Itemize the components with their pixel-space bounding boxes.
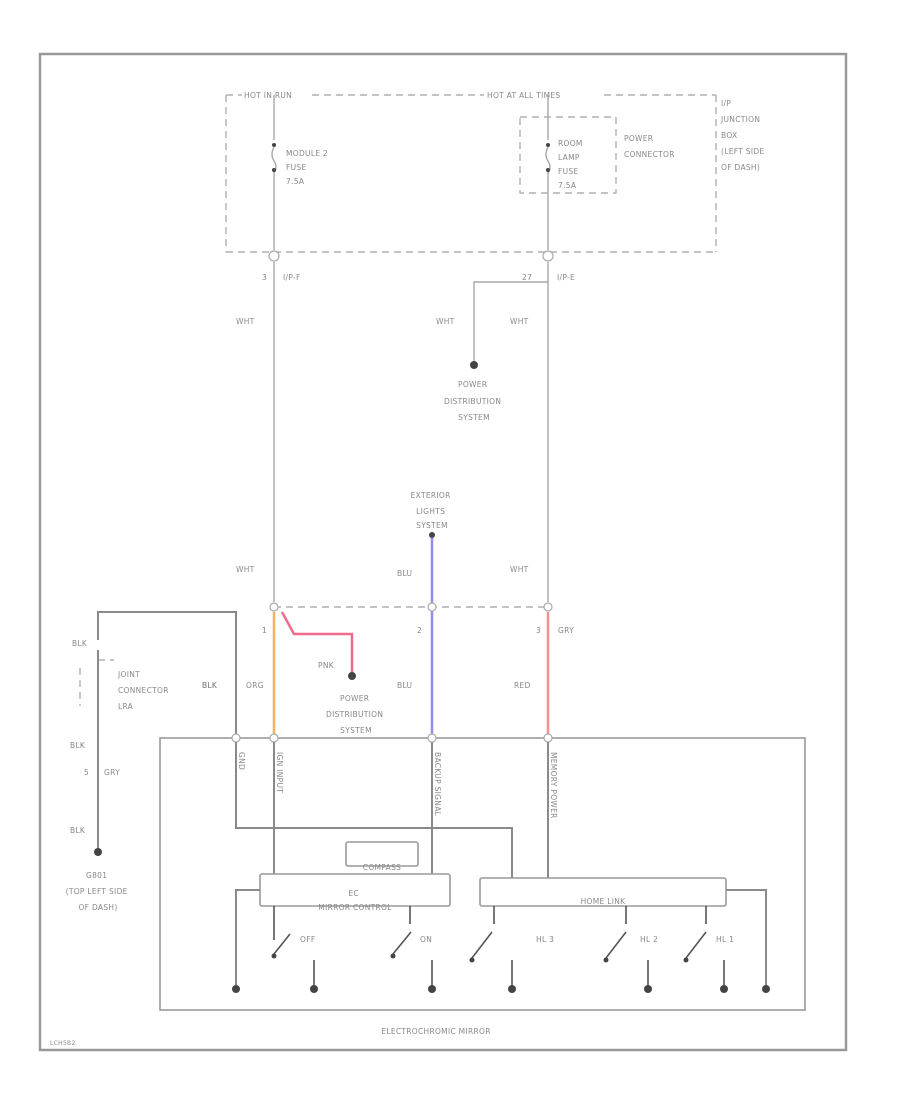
power-dist-mid-label: POWER DISTRIBUTION SYSTEM — [326, 694, 386, 735]
homelink-bus-right — [726, 889, 767, 986]
splice-exterior-lights — [429, 532, 435, 538]
switch-on-label: ON — [420, 935, 432, 944]
mirror-pin-gnd — [231, 733, 241, 743]
fuse-module2-icon — [271, 95, 277, 250]
homelink-box — [479, 877, 727, 907]
exterior-lights-label: EXTERIOR LIGHTS SYSTEM — [411, 491, 454, 530]
mirror-pin-3-number: 3 — [536, 626, 541, 635]
mirror-pin-1-number: 1 — [262, 626, 267, 635]
ground-blk-jc: BLK — [202, 681, 218, 690]
fuse-module2-label: MODULE 2 FUSE 7.5A — [286, 149, 331, 186]
connector-ipf-pin — [268, 250, 280, 262]
wire-label-wht-right-mid: WHT — [510, 565, 529, 574]
homelink-label: HOME LINK — [581, 897, 627, 906]
connector-ipe-label: I/P-E — [557, 273, 575, 282]
joint-connector-label: JOINT CONNECTOR LRA — [117, 670, 171, 711]
power-connector-label: POWER CONNECTOR — [624, 134, 675, 159]
switch-hl1 — [683, 906, 725, 986]
fuse-room-lamp-icon — [545, 95, 551, 250]
mirror-pin-backup — [427, 733, 437, 743]
ec-bus-left — [235, 889, 260, 986]
junction-box: HOT IN RUN HOT AT ALL TIMES I/P JUNCTION… — [225, 91, 767, 253]
switch-hl3-label: HL 3 — [536, 935, 554, 944]
ground-pin-5: 5 — [84, 768, 89, 777]
wire-wht-branch — [473, 281, 548, 362]
wire-label-pnk: PNK — [318, 661, 335, 670]
switch-hl2-label: HL 2 — [640, 935, 658, 944]
wire-label-gry-pin3: GRY — [558, 626, 574, 635]
mirror-connector-pin-3 — [543, 602, 553, 612]
switch-off-label: OFF — [300, 935, 315, 944]
hot-at-all-times-header: HOT AT ALL TIMES — [487, 91, 560, 100]
wire-pnk — [280, 611, 354, 674]
wire-blk-ground — [97, 611, 237, 738]
ground-blk-1: BLK — [72, 639, 88, 648]
pin-label-ign-input: IGN INPUT — [275, 752, 284, 793]
switch-hl1-label: HL 1 — [716, 935, 734, 944]
junction-box-name: I/P JUNCTION BOX (LEFT SIDE OF DASH) — [720, 99, 767, 172]
wire-label-blk-outer: BLK — [202, 681, 218, 690]
mirror-pin-ign — [269, 733, 279, 743]
power-connector-box — [519, 116, 617, 194]
connector-ipf-pin-number: 3 — [262, 273, 267, 282]
internal-wire-gnd — [235, 742, 513, 878]
switch-off — [271, 906, 315, 986]
pin-label-gnd: GND — [237, 752, 246, 770]
ec-mirror-control-label: EC MIRROR CONTROL — [318, 889, 392, 912]
wire-label-red: RED — [514, 681, 531, 690]
wire-label-grn-bot: GRY — [104, 768, 120, 777]
wire-label-wht-right-top: WHT — [510, 317, 529, 326]
splice-power-dist-top — [470, 361, 478, 369]
ground-g801-icon — [94, 848, 102, 856]
mirror-pin-2-number: 2 — [417, 626, 422, 635]
compass-label: COMPASS — [363, 863, 401, 872]
component-title: ELECTROCHROMIC MIRROR — [381, 1027, 490, 1036]
connector-ipe-pin-number: 27 — [522, 273, 532, 282]
wire-label-wht-branch: WHT — [436, 317, 455, 326]
switch-terminals — [232, 985, 770, 993]
ground-g801-label: G801 (TOP LEFT SIDE OF DASH) — [66, 871, 131, 912]
ground-blk-2: BLK — [70, 741, 86, 750]
pin-label-memory-power: MEMORY POWER — [549, 752, 558, 819]
fuse-room-lamp-label: ROOM LAMP FUSE 7.5A — [558, 139, 585, 190]
compass-box — [345, 841, 419, 867]
switch-hl2 — [603, 906, 649, 986]
connector-ipf-label: I/P-F — [283, 273, 301, 282]
footer-code: LCH5B2 — [50, 1040, 76, 1047]
connector-ipe-pin — [542, 250, 554, 262]
switch-on — [390, 906, 433, 986]
mirror-connector-pin-2 — [427, 602, 437, 612]
electrochromic-mirror-box — [159, 737, 806, 1011]
wire-label-wht-left-mid: WHT — [236, 565, 255, 574]
wire-label-blu-mid: BLU — [397, 569, 412, 578]
power-dist-top-label: POWER DISTRIBUTION SYSTEM — [444, 380, 504, 422]
splice-power-dist-mid — [348, 672, 356, 680]
ground-blk-3: BLK — [70, 826, 86, 835]
hot-in-run-header: HOT IN RUN — [244, 91, 292, 100]
diagram-frame — [38, 52, 848, 1052]
mirror-connector-pin-1 — [269, 602, 279, 612]
mirror-pin-memory — [543, 733, 553, 743]
pin-label-backup-signal: BACKUP SIGNAL — [433, 752, 442, 817]
wire-label-wht-left-top: WHT — [236, 317, 255, 326]
wire-label-org: ORG — [246, 681, 264, 690]
switch-hl3 — [469, 906, 513, 986]
wire-label-blu-low: BLU — [397, 681, 412, 690]
